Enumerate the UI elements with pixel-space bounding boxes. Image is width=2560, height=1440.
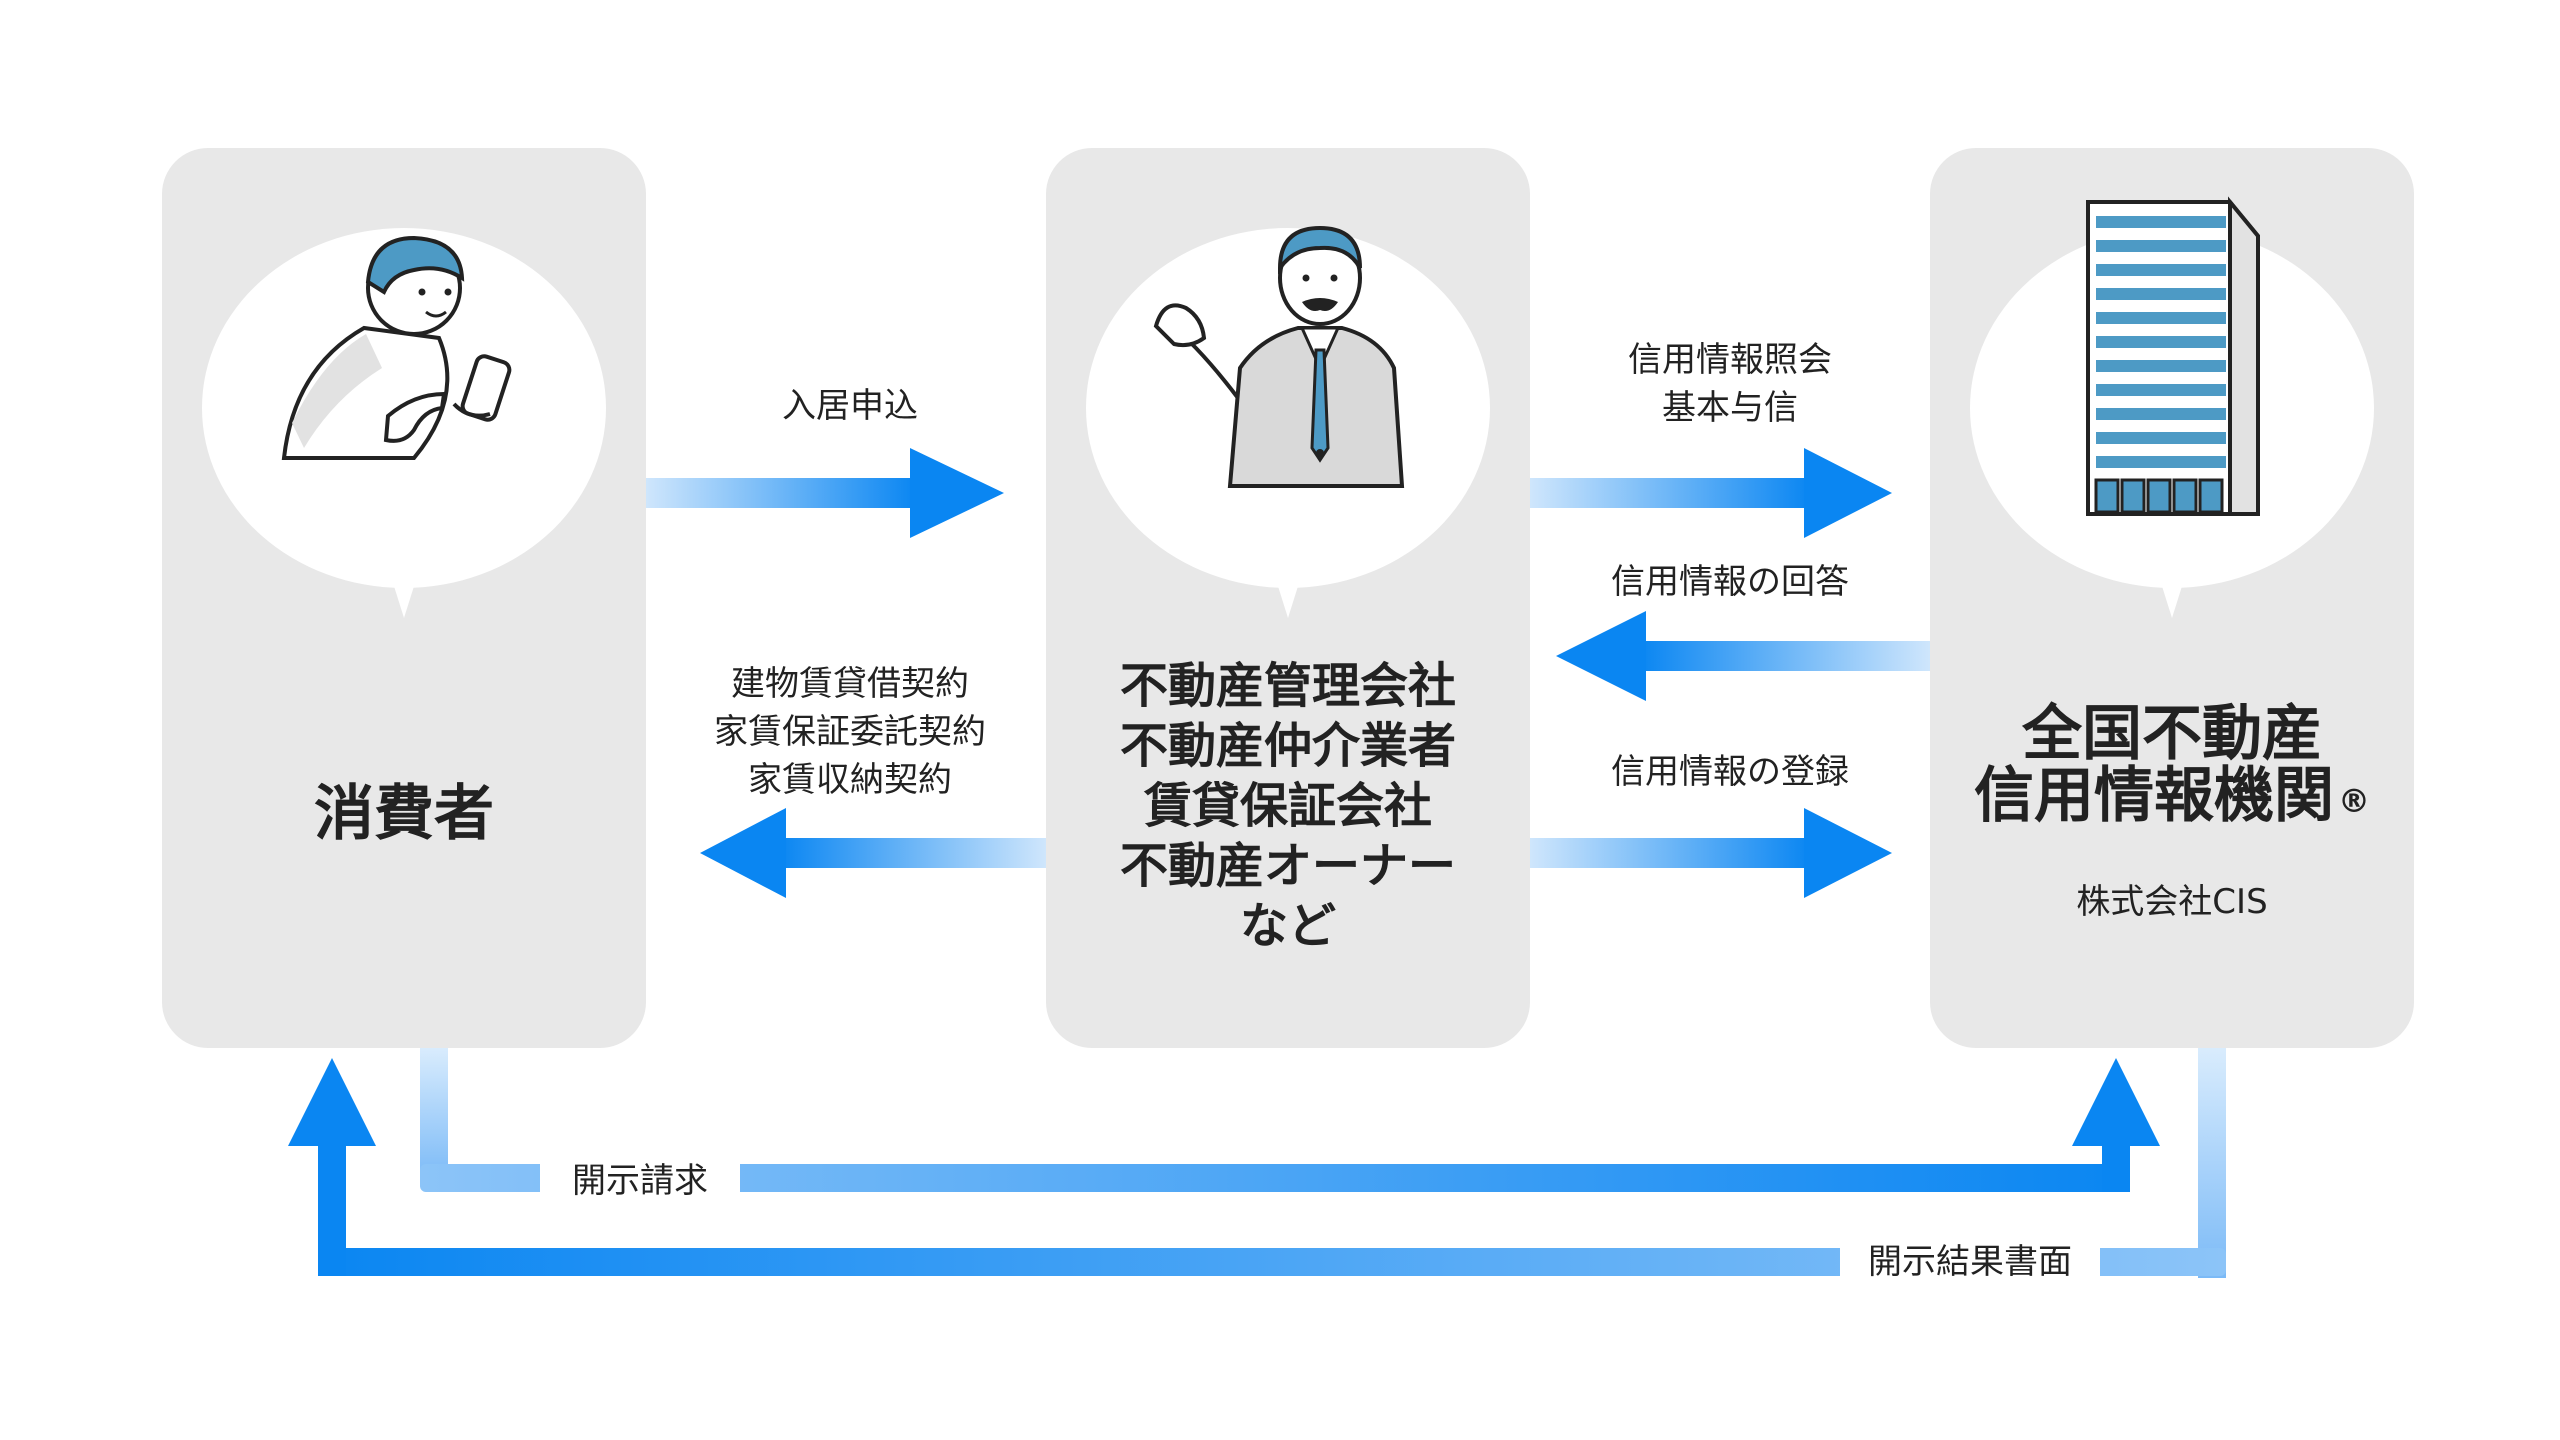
label-inquiry: 信用情報照会 基本与信 [1628,340,1832,428]
cis-company-name: 株式会社CIS [2076,882,2268,922]
agent-panel: 不動産管理会社 不動産仲介業者 賃貸保証会社 不動産オーナー など [1046,148,1530,1048]
label-disclosure-request: 開示請求 [540,1157,740,1205]
arrow-answer [1556,611,1930,701]
label-contracts: 建物賃貸借契約 家賃保証委託契約 家賃収納契約 [714,664,986,800]
person-with-smartphone-icon [281,235,512,460]
arrow-inquiry [1530,448,1892,538]
cis-name: 全国不動産 信用情報機関® [1930,703,2414,832]
consumer-panel: 消費者 [162,148,646,1048]
registered-mark: ® [2338,782,2370,820]
arrow-register [1530,808,1892,898]
label-apply: 入居申込 [782,386,918,426]
arrow-apply [646,448,1004,538]
speech-bubble-tail [382,548,426,618]
cis-name-text: 全国不動産 信用情報機関 [1974,699,2334,831]
consumer-label: 消費者 [314,779,494,849]
label-answer: 信用情報の回答 [1611,562,1849,602]
cis-panel: 全国不動産 信用情報機関® 株式会社CIS [1930,148,2414,1048]
businessman-icon [1153,225,1405,488]
arrow-contracts [700,808,1046,898]
speech-bubble-tail [1266,548,1310,618]
label-register: 信用情報の登録 [1611,752,1849,792]
arrow-disclosure-result [288,1048,2226,1278]
speech-bubble-tail [2150,548,2194,618]
label-disclosure-result: 開示結果書面 [1840,1238,2100,1286]
office-building-icon [2086,196,2260,516]
agent-types-list: 不動産管理会社 不動産仲介業者 賃貸保証会社 不動産オーナー など [1119,658,1456,954]
arrow-disclosure-request [420,1048,2160,1192]
